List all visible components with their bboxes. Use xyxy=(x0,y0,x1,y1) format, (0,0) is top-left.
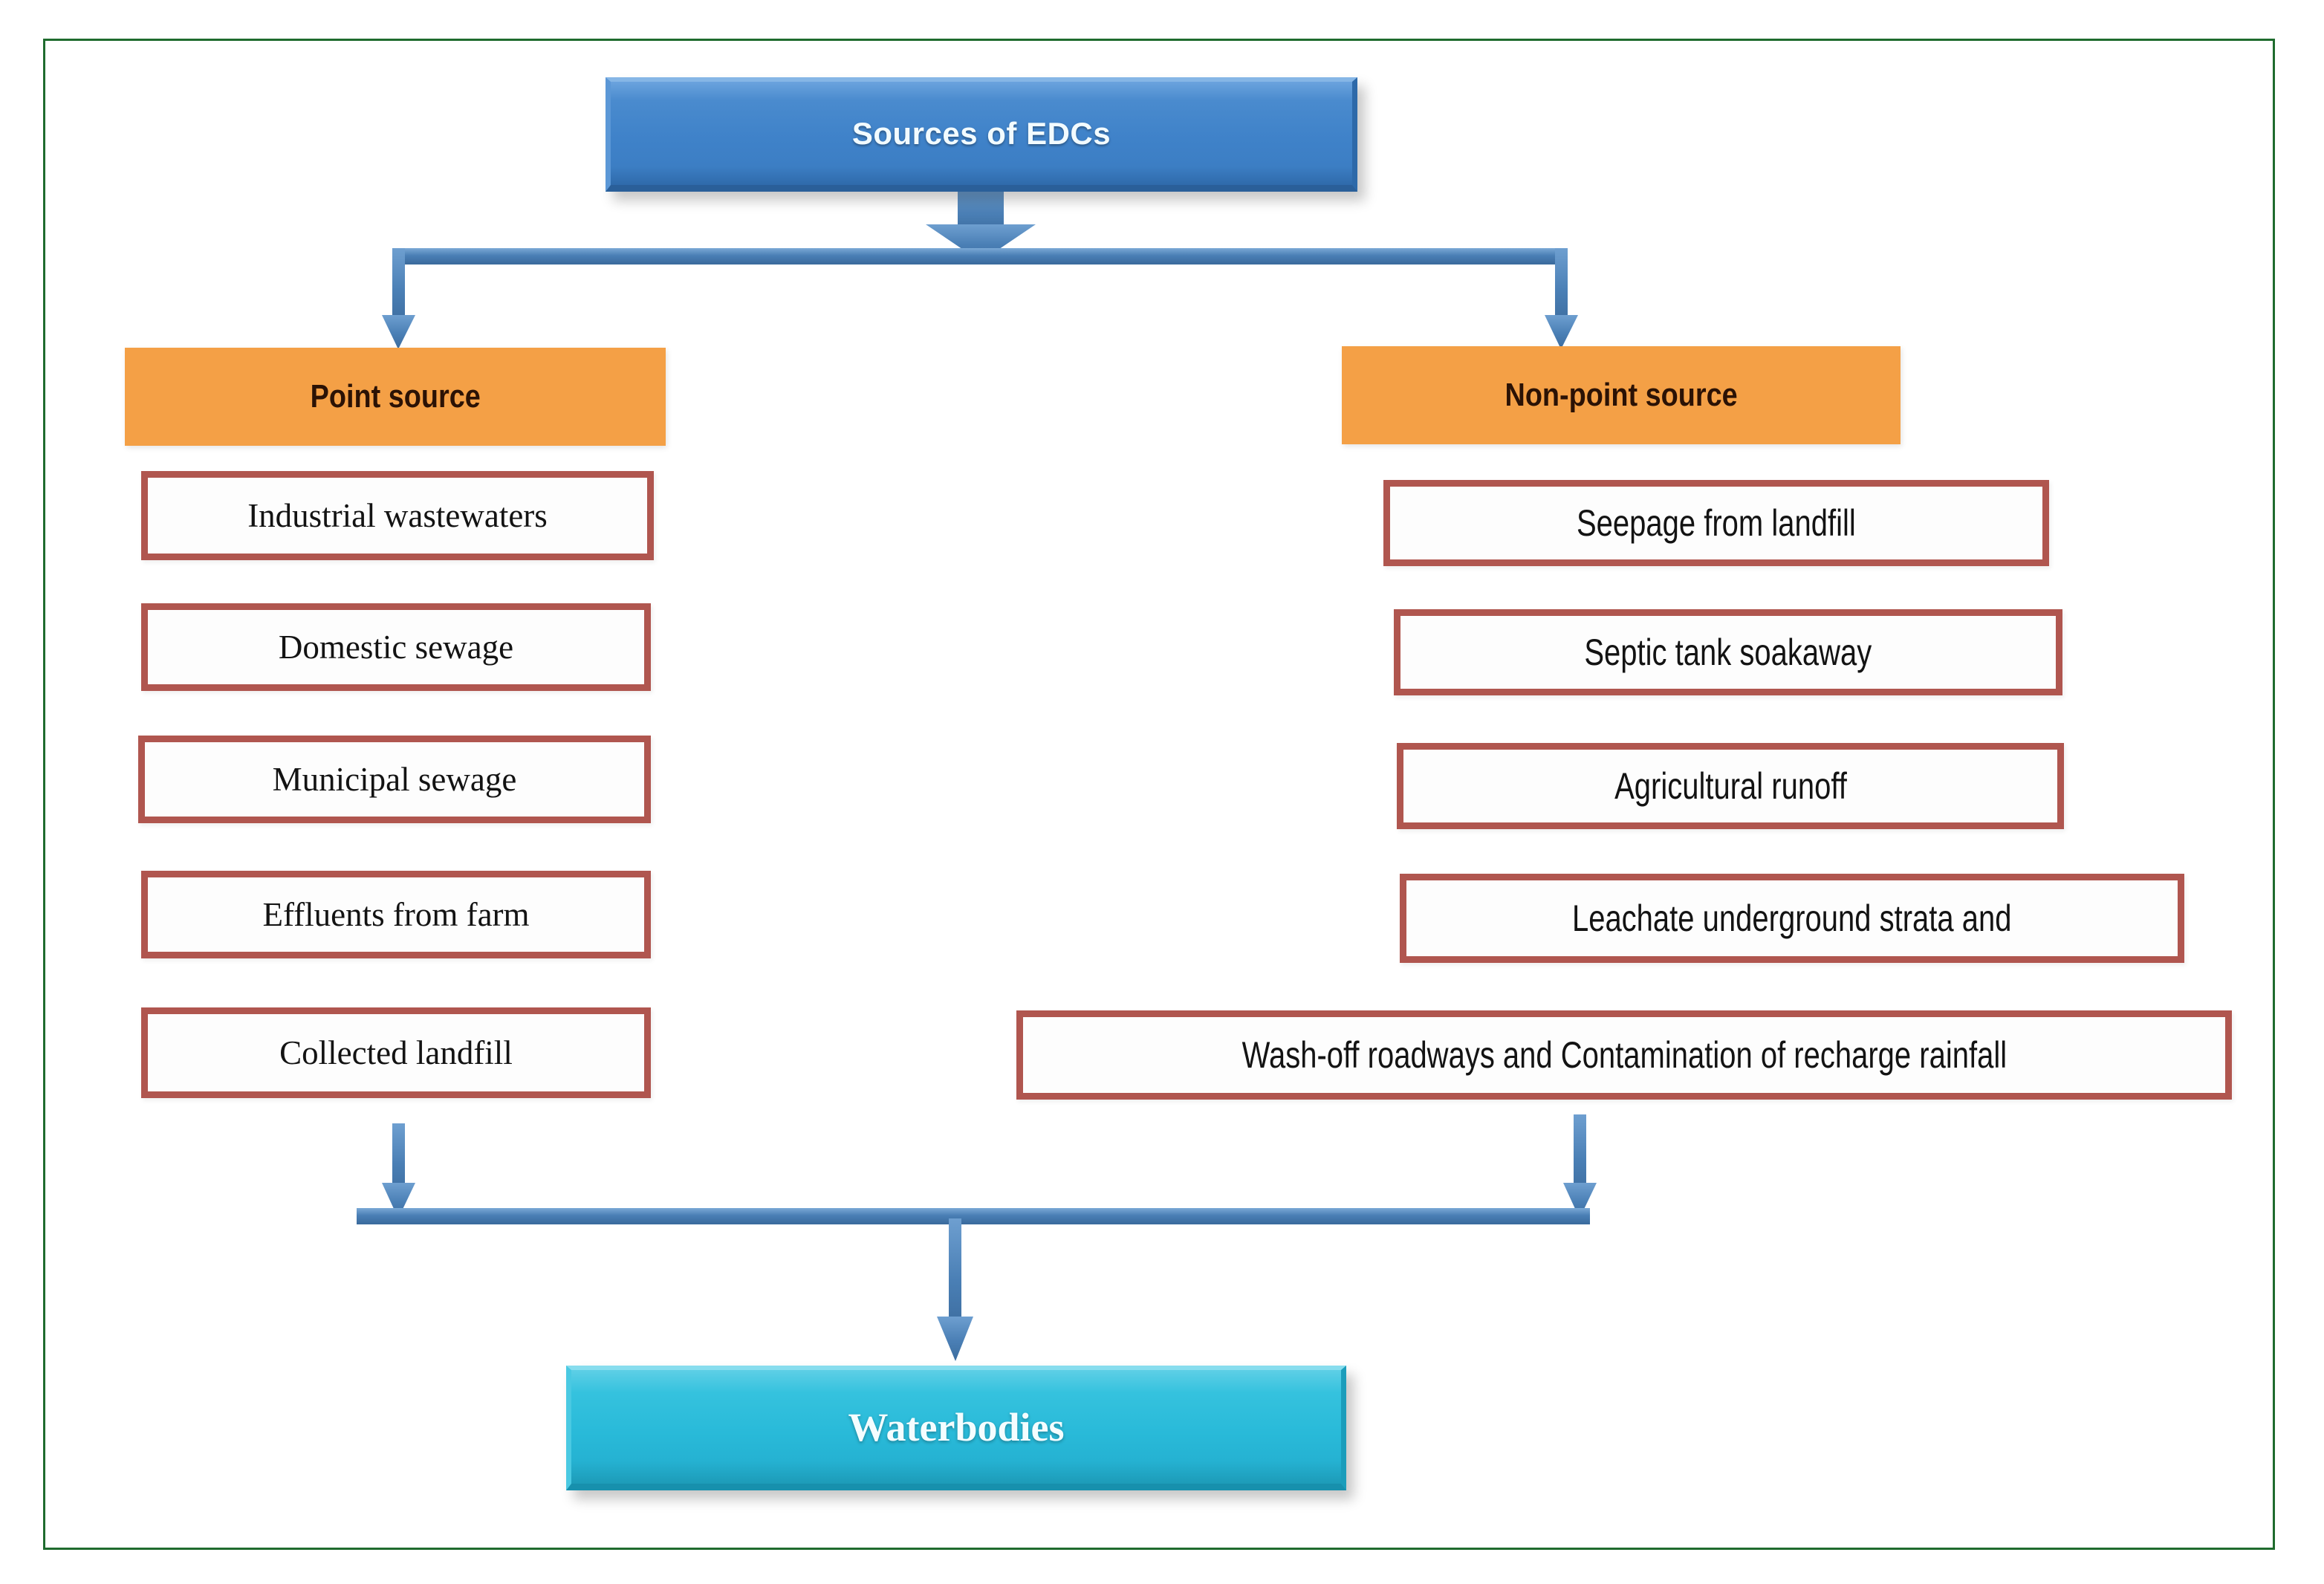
header-point-source[interactable]: Point source xyxy=(125,348,666,446)
header-non-point-source[interactable]: Non-point source xyxy=(1342,346,1901,444)
header-point-source-label: Point source xyxy=(310,378,481,415)
item-point-source-5[interactable]: Collected landfill xyxy=(141,1007,651,1098)
header-non-point-source-label: Non-point source xyxy=(1505,377,1738,413)
item-label: Domestic sewage xyxy=(278,629,514,666)
item-point-source-2[interactable]: Domestic sewage xyxy=(141,603,651,691)
item-point-source-4[interactable]: Effluents from farm xyxy=(141,871,651,958)
item-point-source-3[interactable]: Municipal sewage xyxy=(138,736,651,823)
item-non-point-source-3[interactable]: Agricultural runoff xyxy=(1397,743,2064,829)
item-non-point-source-4[interactable]: Leachate underground strata and xyxy=(1400,874,2184,963)
item-point-source-1[interactable]: Industrial wastewaters xyxy=(141,471,654,560)
item-label: Industrial wastewaters xyxy=(247,497,548,534)
item-label: Collected landfill xyxy=(279,1034,513,1071)
item-label: Septic tank soakaway xyxy=(1584,632,1872,673)
item-non-point-source-1[interactable]: Seepage from landfill xyxy=(1383,480,2049,566)
item-label: Seepage from landfill xyxy=(1577,502,1856,544)
node-waterbodies-label: Waterbodies xyxy=(848,1404,1065,1450)
item-label: Agricultural runoff xyxy=(1614,765,1847,807)
item-label: Effluents from farm xyxy=(262,896,530,933)
node-waterbodies[interactable]: Waterbodies xyxy=(566,1366,1346,1490)
item-label: Leachate underground strata and xyxy=(1572,898,2012,939)
node-sources-of-edcs[interactable]: Sources of EDCs xyxy=(606,77,1357,192)
node-sources-of-edcs-label: Sources of EDCs xyxy=(851,115,1111,151)
item-label: Municipal sewage xyxy=(272,761,517,798)
item-label: Wash-off roadways and Contamination of r… xyxy=(1241,1034,2007,1076)
item-non-point-source-2[interactable]: Septic tank soakaway xyxy=(1394,609,2062,695)
item-non-point-source-5[interactable]: Wash-off roadways and Contamination of r… xyxy=(1016,1010,2232,1100)
